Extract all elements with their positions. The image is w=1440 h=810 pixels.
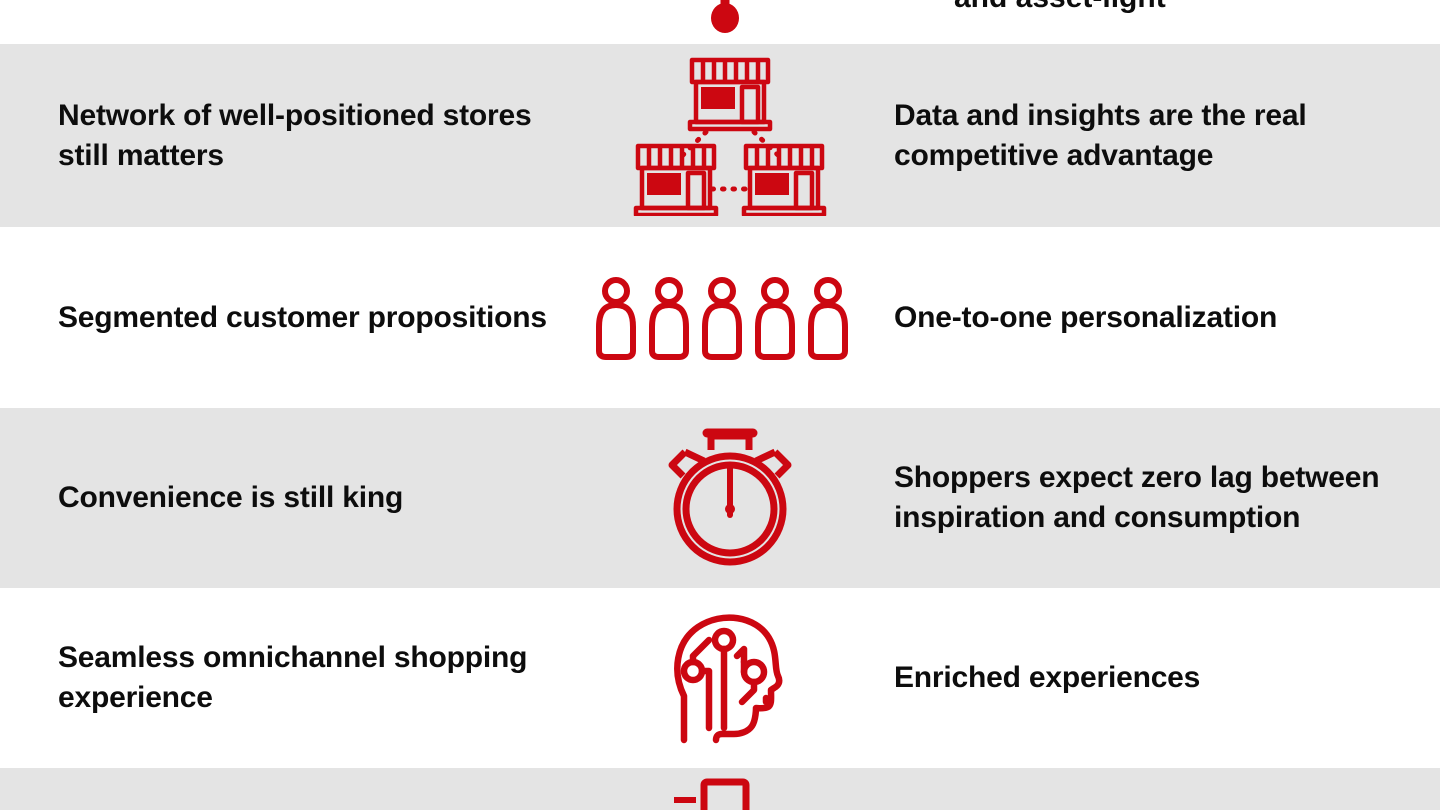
store-network-icon bbox=[624, 56, 836, 217]
row-1-icon-cell bbox=[580, 56, 880, 217]
thermometer-pin-icon bbox=[660, 0, 790, 44]
row-3-right-label: Shoppers expect zero lag between inspira… bbox=[894, 461, 1380, 534]
ai-head-icon bbox=[662, 610, 798, 746]
band-row-1 bbox=[0, 44, 1440, 227]
row-1-left-label: Network of well-positioned stores still … bbox=[58, 98, 532, 172]
row-2-left-cell: Segmented customer propositions bbox=[0, 298, 580, 338]
row-4-icon-cell bbox=[580, 610, 880, 746]
row-2-right-cell: One-to-one personalization bbox=[880, 298, 1440, 338]
row-1-right-cell: Data and insights are the real competiti… bbox=[880, 96, 1440, 176]
row-1-left-cell: Network of well-positioned stores still … bbox=[0, 96, 580, 176]
row-2-left-label: Segmented customer propositions bbox=[58, 300, 547, 334]
partial-top-row: and asset-light bbox=[0, 0, 1440, 44]
row-omnichannel: Seamless omnichannel shopping experience bbox=[0, 588, 1440, 768]
partial-top-right-label: and asset-light bbox=[954, 0, 1166, 18]
row-3-left-cell: Convenience is still king bbox=[0, 478, 580, 518]
tablet-device-icon bbox=[660, 778, 790, 810]
row-2-right-label: One-to-one personalization bbox=[894, 300, 1278, 334]
row-3-icon-cell bbox=[580, 424, 880, 572]
row-4-right-label: Enriched experiences bbox=[894, 661, 1201, 695]
stopwatch-icon bbox=[654, 424, 806, 572]
row-1-right-label: Data and insights are the real competiti… bbox=[894, 98, 1307, 172]
row-store-network: Network of well-positioned stores still … bbox=[0, 44, 1440, 227]
row-2-icon-cell bbox=[580, 273, 880, 363]
row-segmented-customers: Segmented customer propositions bbox=[0, 227, 1440, 408]
row-4-left-cell: Seamless omnichannel shopping experience bbox=[0, 638, 580, 718]
row-4-right-cell: Enriched experiences bbox=[880, 658, 1440, 698]
row-3-right-cell: Shoppers expect zero lag between inspira… bbox=[880, 458, 1440, 538]
row-3-left-label: Convenience is still king bbox=[58, 481, 404, 515]
row-convenience: Convenience is still king bbox=[0, 408, 1440, 588]
partial-bottom-row bbox=[0, 768, 1440, 810]
row-4-left-label: Seamless omnichannel shopping experience bbox=[58, 641, 528, 714]
five-people-icon bbox=[590, 273, 870, 363]
